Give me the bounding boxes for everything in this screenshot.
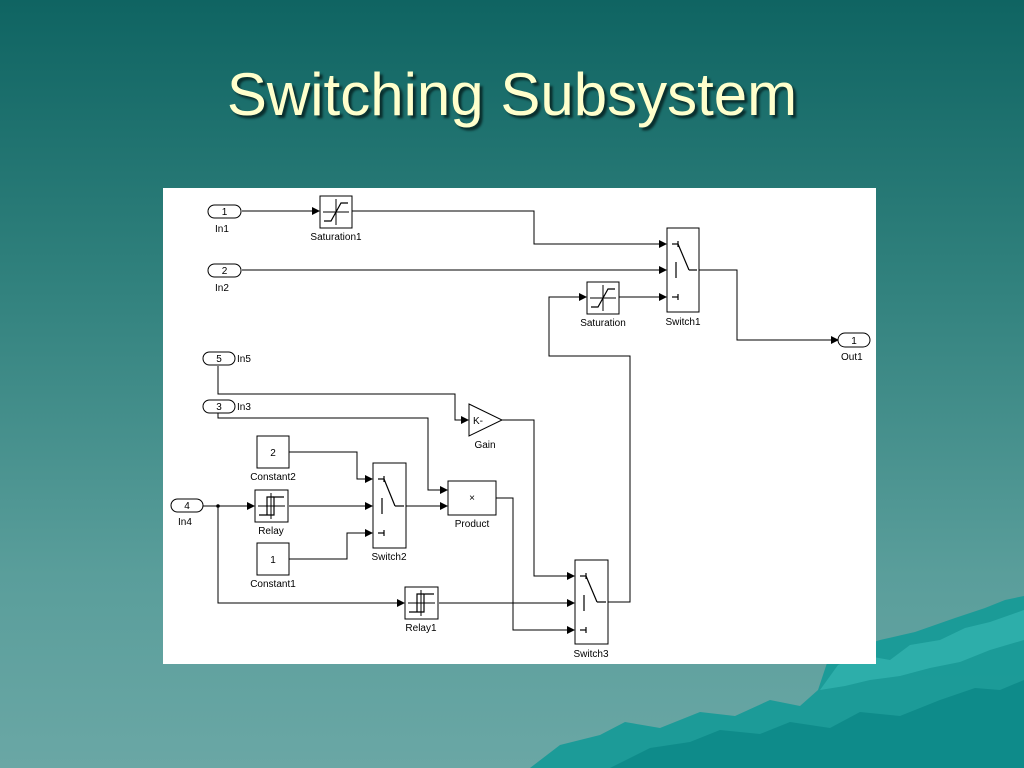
block-label: Constant1 bbox=[250, 579, 296, 590]
product-symbol: × bbox=[469, 493, 475, 504]
block-label: Switch2 bbox=[371, 552, 406, 563]
block-label: Saturation bbox=[580, 318, 626, 329]
block-label: Relay1 bbox=[405, 623, 437, 634]
svg-text:5: 5 bbox=[216, 354, 222, 365]
block-label: Switch1 bbox=[665, 317, 700, 328]
switch1-block[interactable]: Switch1 bbox=[665, 227, 701, 328]
inport-label: In1 bbox=[215, 224, 229, 235]
block-label: Switch3 bbox=[573, 649, 608, 660]
svg-text:2: 2 bbox=[222, 266, 228, 277]
block-label: Gain bbox=[474, 440, 495, 451]
block-label: Saturation1 bbox=[310, 232, 362, 243]
outport-out1[interactable]: 1 Out1 bbox=[837, 332, 871, 363]
saturation1-block[interactable]: Saturation1 bbox=[310, 195, 362, 243]
block-label: Product bbox=[455, 519, 490, 530]
inport-label: In2 bbox=[215, 283, 229, 294]
constant-value: 2 bbox=[270, 448, 276, 459]
switch2-block[interactable]: Switch2 bbox=[371, 462, 407, 563]
relay1-block[interactable]: Relay1 bbox=[404, 586, 439, 634]
inport-in5[interactable]: 5 In5 bbox=[202, 351, 251, 366]
svg-text:1: 1 bbox=[222, 207, 228, 218]
svg-text:3: 3 bbox=[216, 402, 222, 413]
inport-in2[interactable]: 2 In2 bbox=[207, 263, 242, 294]
gain-symbol: K- bbox=[473, 416, 483, 427]
svg-text:4: 4 bbox=[184, 501, 190, 512]
svg-text:1: 1 bbox=[851, 336, 857, 347]
constant-value: 1 bbox=[270, 555, 276, 566]
inport-label: In5 bbox=[237, 354, 251, 365]
product-block[interactable]: × Product bbox=[447, 480, 497, 530]
outport-label: Out1 bbox=[841, 352, 863, 363]
inport-in3[interactable]: 3 In3 bbox=[202, 399, 251, 414]
relay-block[interactable]: Relay bbox=[254, 489, 289, 537]
block-label: Relay bbox=[258, 526, 284, 537]
constant2-block[interactable]: 2 Constant2 bbox=[250, 435, 296, 483]
signal-lines bbox=[203, 207, 839, 634]
inport-label: In3 bbox=[237, 402, 251, 413]
saturation-block[interactable]: Saturation bbox=[580, 281, 626, 329]
gain-block[interactable]: K- Gain bbox=[468, 403, 504, 451]
simulink-diagram: 1 In1 2 In2 5 In5 3 In3 4 In4 1 Out1 Sat… bbox=[170, 195, 871, 660]
constant1-block[interactable]: 1 Constant1 bbox=[250, 542, 296, 590]
inport-in1[interactable]: 1 In1 bbox=[207, 204, 242, 235]
slide-title: Switching Subsystem bbox=[226, 61, 798, 128]
block-label: Constant2 bbox=[250, 472, 296, 483]
inport-label: In4 bbox=[178, 517, 192, 528]
switch3-block[interactable]: Switch3 bbox=[573, 559, 609, 660]
simulink-diagram-panel: 1 In1 2 In2 5 In5 3 In3 4 In4 1 Out1 Sat… bbox=[163, 188, 876, 664]
inport-in4[interactable]: 4 In4 bbox=[170, 498, 204, 528]
